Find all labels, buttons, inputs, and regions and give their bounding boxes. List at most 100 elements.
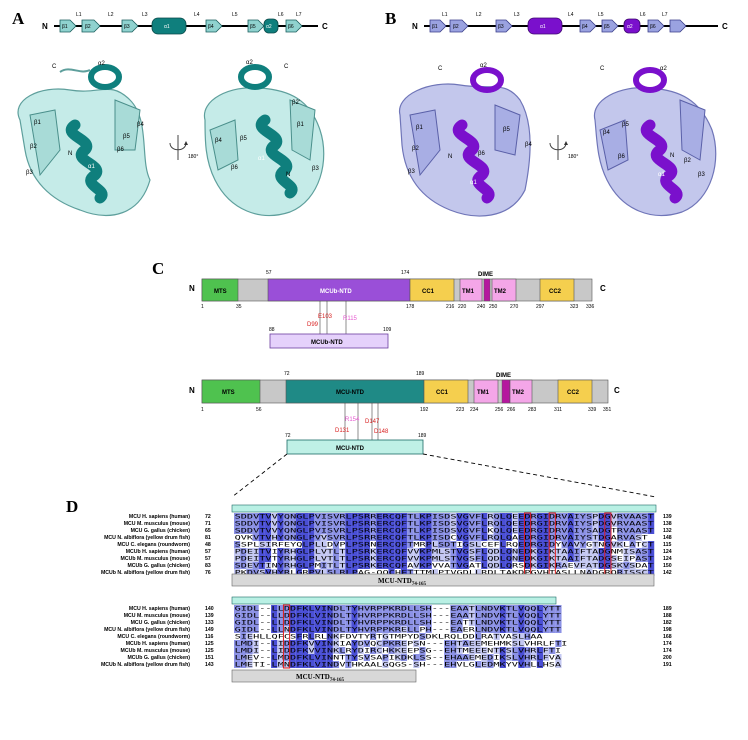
seq-start: 48 (205, 542, 211, 548)
position-number: 234 (470, 407, 479, 413)
helix-a2 (91, 67, 119, 87)
residue-label: D148 (374, 429, 389, 435)
ribbon-label: N (68, 151, 72, 157)
position-number: 250 (489, 304, 498, 310)
topo-label: β2 (85, 24, 91, 30)
topology-diagram-b: N C β1 β2 β3 α1 β4 β5 α2 β6 L1 L2 L3 L4 … (412, 12, 728, 34)
ribbon-label: α1 (88, 164, 95, 170)
dime-label: DIME (496, 373, 511, 379)
seq-end: 200 (663, 655, 672, 661)
sequence-row: SDEVTINYRHGLPMITLTLPSRKERCQFAVKPVVATVGAT… (235, 562, 655, 569)
loop-label: L5 (598, 12, 604, 18)
segment-label: MTS (214, 289, 227, 295)
ribbon-label: β4 (215, 138, 222, 144)
residue-label: R115 (343, 316, 358, 322)
seq-start: 57 (205, 549, 211, 555)
position-number: 57 (266, 270, 272, 276)
ntd-bar-top (232, 597, 556, 604)
segment-label: CC1 (422, 289, 435, 295)
seq-end: 188 (663, 613, 672, 619)
seq-start: 76 (205, 570, 211, 576)
sequence-row: SDDVTVVYQNGLPVISVRLPSRRERCQFTLKPISDSVGVF… (235, 520, 655, 527)
seq-end: 132 (663, 528, 672, 534)
ribbon-label: C (600, 66, 605, 72)
ribbon-label: C (52, 64, 57, 70)
species-name: MCUb H. sapiens (human) (126, 641, 191, 647)
ribbon-label: β2 (684, 158, 691, 164)
topology-n-terminus: N (42, 22, 48, 31)
topo-label: β3 (498, 24, 504, 30)
seq-end: 150 (663, 563, 672, 569)
segment-label: MTS (222, 390, 235, 396)
ribbon-structure-a-left: C α2 β1 β2 β5 β4 β6 N α1 β3 (18, 61, 150, 215)
position-number: 88 (269, 327, 275, 333)
residue-label: D147 (365, 419, 380, 425)
position-number: 311 (554, 407, 562, 413)
segment-dime (484, 279, 490, 301)
sequence-row: QVKVTVHYQNGLPVVSVRLPSRRERCQFTLKPISDCVGVF… (235, 534, 649, 541)
topo-label: β6 (650, 24, 656, 30)
seq-start: 143 (205, 662, 214, 668)
segment-label: TM1 (462, 289, 475, 295)
species-name: MCU M. musculus (mouse) (124, 613, 191, 619)
seq-start: 125 (205, 641, 214, 647)
position-number: 72 (284, 371, 290, 377)
ribbon-label: β2' (292, 100, 300, 106)
helix-a2 (241, 67, 269, 87)
position-number: 189 (416, 371, 425, 377)
topo-label: β5 (250, 24, 256, 30)
domain-bar-mcu: N C MTS MCU-NTD CC1 TM1 TM2 CC2 DIME 72 … (189, 371, 620, 413)
ntd-bar-top (232, 505, 656, 512)
ribbon-label: C (438, 66, 443, 72)
position-number: 35 (236, 304, 242, 310)
position-number: 220 (458, 304, 467, 310)
seq-end: 174 (663, 648, 672, 654)
loop-label: L3 (142, 12, 148, 18)
position-number: 336 (586, 304, 595, 310)
seq-end: 124 (663, 549, 672, 555)
ribbon-label: α1 (658, 172, 665, 178)
segment-label: TM1 (477, 390, 490, 396)
loop-label: L1 (442, 12, 448, 18)
position-number: 323 (570, 304, 579, 310)
species-name: MCU H. sapiens (human) (129, 514, 190, 520)
ribbon-label: β3 (312, 166, 319, 172)
topo-label: α2 (627, 24, 633, 30)
beta-sheet-right (680, 100, 705, 160)
rotation-indicator-a: 180° (170, 135, 198, 160)
seq-end: 124 (663, 556, 672, 562)
seq-end: 142 (663, 570, 672, 576)
topo-label: α1 (164, 24, 170, 30)
topology-diagram-a: N C β1 β2 β3 α1 β4 β5 α2 β6 L1 L2 L3 L4 … (42, 12, 328, 34)
position-number: 178 (406, 304, 415, 310)
position-number: 266 (507, 407, 516, 413)
segment-label: CC2 (567, 390, 580, 396)
ribbon-label: β4 (525, 142, 532, 148)
ribbon-label: β3 (408, 169, 415, 175)
species-name: MCUb N. albiflora (yellow drum fish) (101, 570, 190, 576)
species-name: MCUb G. gallus (chicken) (127, 655, 190, 661)
species-name: MCU C. elegans (roundworm) (117, 634, 190, 640)
helix-a2 (473, 70, 501, 90)
ribbon-label: β6 (231, 165, 238, 171)
position-number: 270 (510, 304, 519, 310)
bar-c-terminus: C (614, 386, 620, 395)
position-number: 297 (536, 304, 545, 310)
ribbon-label: C (284, 64, 289, 70)
loop-label: L3 (514, 12, 520, 18)
seq-start: 151 (205, 655, 214, 661)
position-number: 192 (420, 407, 429, 413)
seq-end: 138 (663, 521, 672, 527)
ribbon-label: α2 (480, 63, 487, 69)
species-name: MCUb H. sapiens (human) (126, 549, 191, 555)
seq-start: 149 (205, 627, 214, 633)
residue-label: R154 (345, 417, 360, 423)
zoom-line-left (232, 454, 287, 497)
seq-start: 116 (205, 634, 213, 640)
domain-bar-mcub: N C MTS MCUb-NTD CC1 TM1 TM2 CC2 DIME 57… (189, 270, 606, 310)
loop-label: L4 (194, 12, 200, 18)
topo-label: β1 (62, 24, 68, 30)
loop-label: L5 (232, 12, 238, 18)
position-number: 174 (401, 270, 410, 276)
sequence-row: SIEHLLQFCSFRLRLNKFDVTYRTGTMPYDSDKLRQLDDL… (235, 633, 543, 640)
